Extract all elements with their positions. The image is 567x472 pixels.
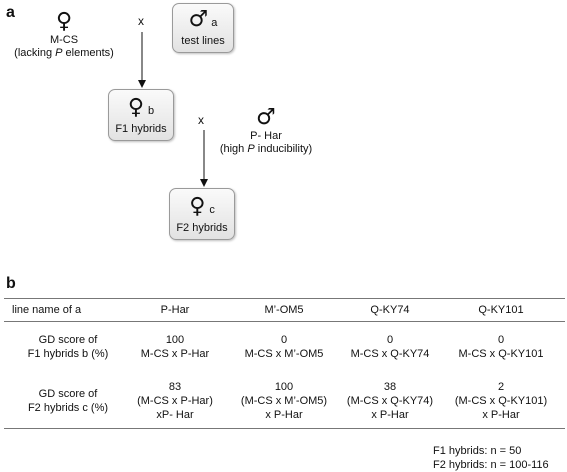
test-lines-subscript: a	[211, 17, 218, 29]
male-parent: ♂ P- Har (high P inducibility)	[206, 106, 326, 156]
row-f2-label: GD score of F2 hybrids c (%)	[27, 388, 109, 414]
f2-subscript: c	[209, 204, 215, 216]
female-symbol: ♀	[55, 9, 73, 34]
footnote-f2: F2 hybrids: n = 100-116	[433, 459, 549, 471]
table-bottom-rule	[4, 428, 565, 429]
f2-hybrids-box: ♀c F2 hybrids	[169, 188, 235, 240]
row-f1-label: GD score of F1 hybrids b (%)	[27, 334, 109, 360]
table-cell: 2(M-CS x Q-KY101)x P-Har	[454, 381, 548, 421]
table-header-rule	[4, 321, 565, 322]
male-parent-name: P- Har	[250, 130, 282, 142]
table-header-col: Q-KY101	[478, 304, 524, 316]
cross-symbol-2: x	[198, 113, 204, 127]
table-header-col: P-Har	[160, 304, 190, 316]
f1-hybrids-label: F1 hybrids	[115, 123, 167, 135]
test-lines-box: ♂a test lines	[172, 3, 234, 53]
table-cell: 38(M-CS x Q-KY74)x P-Har	[346, 381, 434, 421]
table-top-rule	[4, 298, 565, 299]
female-parent-name: M-CS	[49, 34, 79, 46]
panel-b-label: b	[6, 275, 16, 292]
male-symbol: ♂	[256, 105, 276, 130]
f1-hybrids-box: ♀ b F1 hybrids	[108, 89, 174, 141]
table-cell: 100(M-CS x M’-OM5)x P-Har	[240, 381, 328, 421]
cross-symbol-1: x	[138, 14, 144, 28]
test-lines-label: test lines	[181, 35, 225, 47]
female-symbol: ♀	[127, 95, 144, 120]
male-parent-desc: (high P inducibility)	[219, 143, 313, 155]
f2-hybrids-label: F2 hybrids	[176, 222, 228, 234]
male-symbol: ♂	[188, 7, 209, 32]
footnote-f1: F1 hybrids: n = 50	[433, 445, 522, 457]
table-header-label: line name of a	[12, 304, 82, 316]
female-symbol: ♀	[189, 194, 206, 219]
female-parent-desc: (lacking P elements)	[14, 47, 114, 59]
table-header-col: Q-KY74	[370, 304, 410, 316]
table-header-col: M’-OM5	[264, 304, 304, 316]
female-parent: ♀ M-CS (lacking P elements)	[14, 10, 114, 60]
panel-a-label: a	[6, 4, 15, 21]
table-cell: 83(M-CS x P-Har)xP- Har	[137, 381, 213, 421]
f1-subscript: b	[148, 105, 155, 117]
